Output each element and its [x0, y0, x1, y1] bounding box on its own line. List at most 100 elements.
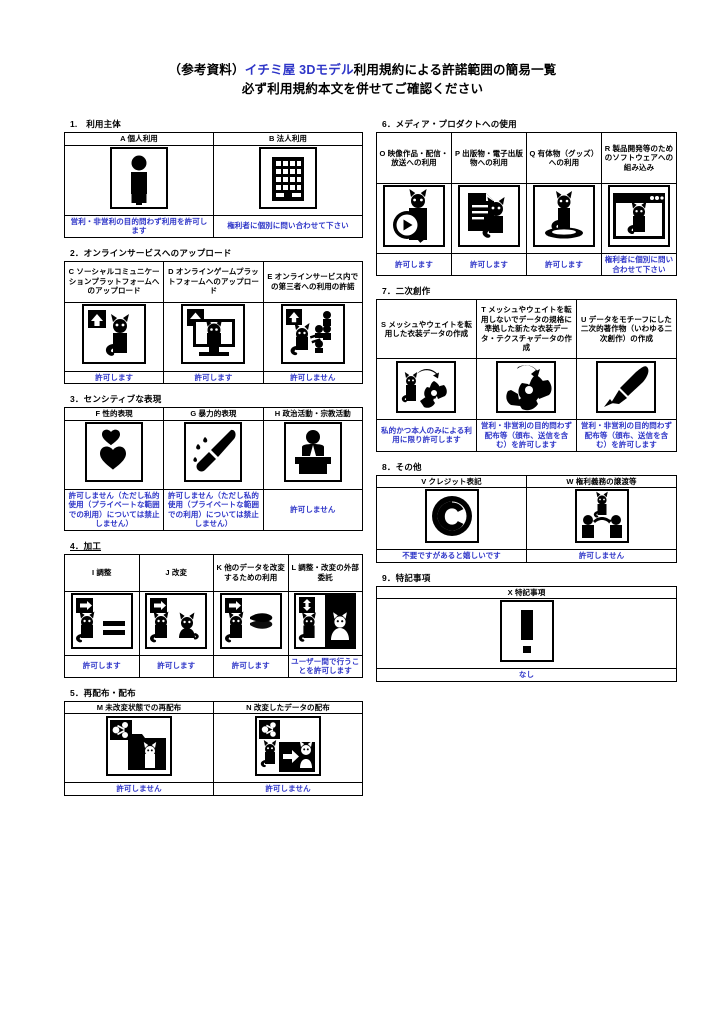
icon-cell-F — [63, 419, 165, 490]
permission-E: 許可しません — [262, 370, 364, 384]
knife-icon — [184, 422, 243, 482]
hearts-icon — [85, 422, 144, 482]
col-header-G: G 暴力的表現 — [163, 407, 264, 421]
share-folder-cat-icon — [106, 715, 172, 776]
icon-cell-T — [475, 358, 577, 420]
left-column: 1. 利用主体 A 個人利用 B 法人利用 — [63, 118, 364, 805]
icon-cell-U — [575, 358, 678, 420]
section-4: 4．加工 I 調整 J 改変 K 他のデータを改変するための利用 L 調整・改変… — [64, 540, 363, 678]
icon-cell-S — [376, 358, 477, 420]
col-header-B: B 法人利用 — [213, 132, 363, 146]
icon-cell-I — [64, 590, 140, 656]
section-5: 5．再配布・配布 M 未改変状態での再配布 N 改変したデータの配布 — [64, 687, 363, 796]
section-5-heading: 5．再配布・配布 — [70, 687, 136, 698]
icon-cell-N — [213, 713, 363, 783]
permission-row: 許可しません 許可しません — [64, 782, 363, 796]
section-7: 7．二次創作 S メッシュやウェイトを転用した衣装データの作成 T メッシュやウ… — [376, 285, 678, 452]
icon-row — [64, 144, 363, 216]
col-header-U: U データをモチーフにした二次的著作物（いわゆる二次創作）の作成 — [575, 299, 678, 359]
header-row: X 特記事項 — [376, 585, 677, 599]
permission-R: 権利者に個別に問い合わせて下さい — [601, 253, 677, 276]
building-icon — [259, 146, 317, 209]
permission-A: 営利・非営利の目的問わず利用を許可します — [64, 214, 214, 238]
icon-row — [376, 358, 678, 420]
permission-B: 権利者に個別に問い合わせて下さい — [213, 214, 363, 238]
right-column: 6．メディア・プロダクトへの使用 O 映像作品・配信・放送への利用 P 出版物・… — [376, 118, 678, 691]
section-2-table: C ソーシャルコミュニケーションプラットフォームへのアップロード D オンライン… — [63, 260, 364, 384]
icon-cell-B — [213, 144, 363, 216]
section-3-table: F 性的表現 G 暴力的表現 H 政治活動・宗教活動 — [63, 407, 364, 531]
icon-cell-D — [163, 301, 264, 372]
permission-U: 営利・非営利の目的問わず配布等（頒布、送信を含む）を許可します — [575, 419, 678, 452]
section-9: 9．特記事項 X 特記事項 なし — [376, 572, 677, 682]
icon-cell-X — [376, 598, 677, 669]
col-header-K: K 他のデータを改変するための利用 — [213, 553, 289, 592]
share-cat-arrow-cat-icon — [255, 715, 321, 776]
section-9-table: X 特記事項 なし — [376, 585, 677, 682]
icon-cell-L — [287, 590, 363, 656]
permission-G: 許可しません（ただし私的使用（プライベートな範囲での利用）については禁止しません… — [163, 488, 264, 531]
arrow-cat-shape-icon — [219, 592, 282, 649]
icon-row — [376, 487, 677, 550]
col-header-Q: Q 有体物（グッズ）への利用 — [526, 132, 602, 184]
title-line2: 必ず利用規約本文を併せてご確認ください — [241, 82, 484, 96]
permission-K: 許可します — [213, 654, 289, 678]
col-header-I: I 調整 — [64, 553, 140, 592]
person-icon — [110, 146, 168, 209]
header-row: M 未改変状態での再配布 N 改変したデータの配布 — [64, 700, 363, 714]
icon-cell-G — [163, 419, 264, 490]
icon-cell-J — [138, 590, 214, 656]
col-header-C: C ソーシャルコミュニケーションプラットフォームへのアップロード — [63, 260, 165, 303]
permission-S: 私的かつ本人のみによる利用に限り許可します — [376, 419, 477, 452]
permission-V: 不要ですがあると嬉しいです — [376, 549, 527, 563]
page-title: （参考資料）イチミ屋 3Dモデル利用規約による許諾範囲の簡易一覧 必ず利用規約本… — [0, 62, 725, 98]
col-header-V: V クレジット表記 — [376, 474, 527, 488]
header-row: O 映像作品・配信・放送への利用 P 出版物・電子出版物への利用 Q 有体物（グ… — [376, 132, 677, 184]
icon-cell-W — [526, 487, 677, 550]
icon-cell-R — [601, 183, 677, 254]
icon-row — [64, 590, 363, 656]
permission-row: 許可します 許可します 許可します 権利者に個別に問い合わせて下さい — [376, 253, 677, 276]
col-header-W: W 権利義務の譲渡等 — [526, 474, 677, 488]
permission-Q: 許可します — [526, 253, 602, 276]
col-header-P: P 出版物・電子出版物への利用 — [451, 132, 527, 184]
section-1: 1. 利用主体 A 個人利用 B 法人利用 — [64, 118, 363, 238]
permission-C: 許可します — [63, 370, 165, 384]
permission-row: 許可します 許可します 許可します ユーザー間で行うことを許可します — [64, 654, 363, 678]
section-1-heading: 1. 利用主体 — [70, 119, 121, 129]
icon-row — [63, 301, 364, 372]
section-2-heading: 2．オンラインサービスへのアップロード — [70, 247, 232, 258]
title-rest: 利用規約による許諾範囲の簡易一覧 — [353, 63, 557, 77]
handover-people-cat-icon — [574, 489, 629, 543]
col-header-J: J 改変 — [138, 553, 214, 592]
col-header-M: M 未改変状態での再配布 — [64, 700, 214, 714]
permission-J: 許可します — [138, 654, 214, 678]
icon-row — [63, 419, 364, 490]
header-row: I 調整 J 改変 K 他のデータを改変するための利用 L 調整・改変の外部委託 — [64, 553, 363, 592]
col-header-E: E オンラインサービス内での第三者への利用の許諾 — [262, 260, 364, 303]
permission-O: 許可します — [376, 253, 452, 276]
header-row: V クレジット表記 W 権利義務の譲渡等 — [376, 474, 677, 488]
document-cat-icon — [458, 185, 520, 247]
header-row: S メッシュやウェイトを転用した衣装データの作成 T メッシュやウェイトを転用し… — [376, 299, 678, 359]
col-header-R: R 製品開発等のためのソフトウェアへの組み込み — [601, 132, 677, 184]
icon-cell-M — [64, 713, 214, 783]
browser-cat-icon — [608, 185, 670, 247]
section-9-heading: 9．特記事項 — [382, 572, 431, 583]
updown-two-cats-icon — [294, 592, 357, 649]
section-1-table: A 個人利用 B 法人利用 — [64, 132, 363, 238]
section-3: 3．センシティブな表現 F 性的表現 G 暴力的表現 H 政治活動・宗教活動 — [63, 393, 364, 531]
col-header-D: D オンラインゲームプラットフォームへのアップロード — [163, 260, 264, 303]
upload-cat-icon — [82, 304, 147, 364]
permission-row: 不要ですがあると嬉しいです 許可しません — [376, 549, 677, 563]
icon-cell-Q — [526, 183, 602, 254]
icon-row — [64, 713, 363, 783]
icon-cell-O — [376, 183, 452, 254]
arrow-cat-equal-icon — [70, 592, 133, 649]
permission-H: 許可しません — [262, 488, 364, 531]
play-cat-icon — [383, 185, 445, 247]
section-4-heading: 4．加工 — [70, 540, 102, 551]
icon-cell-V — [376, 487, 527, 550]
permission-X: なし — [376, 668, 677, 682]
